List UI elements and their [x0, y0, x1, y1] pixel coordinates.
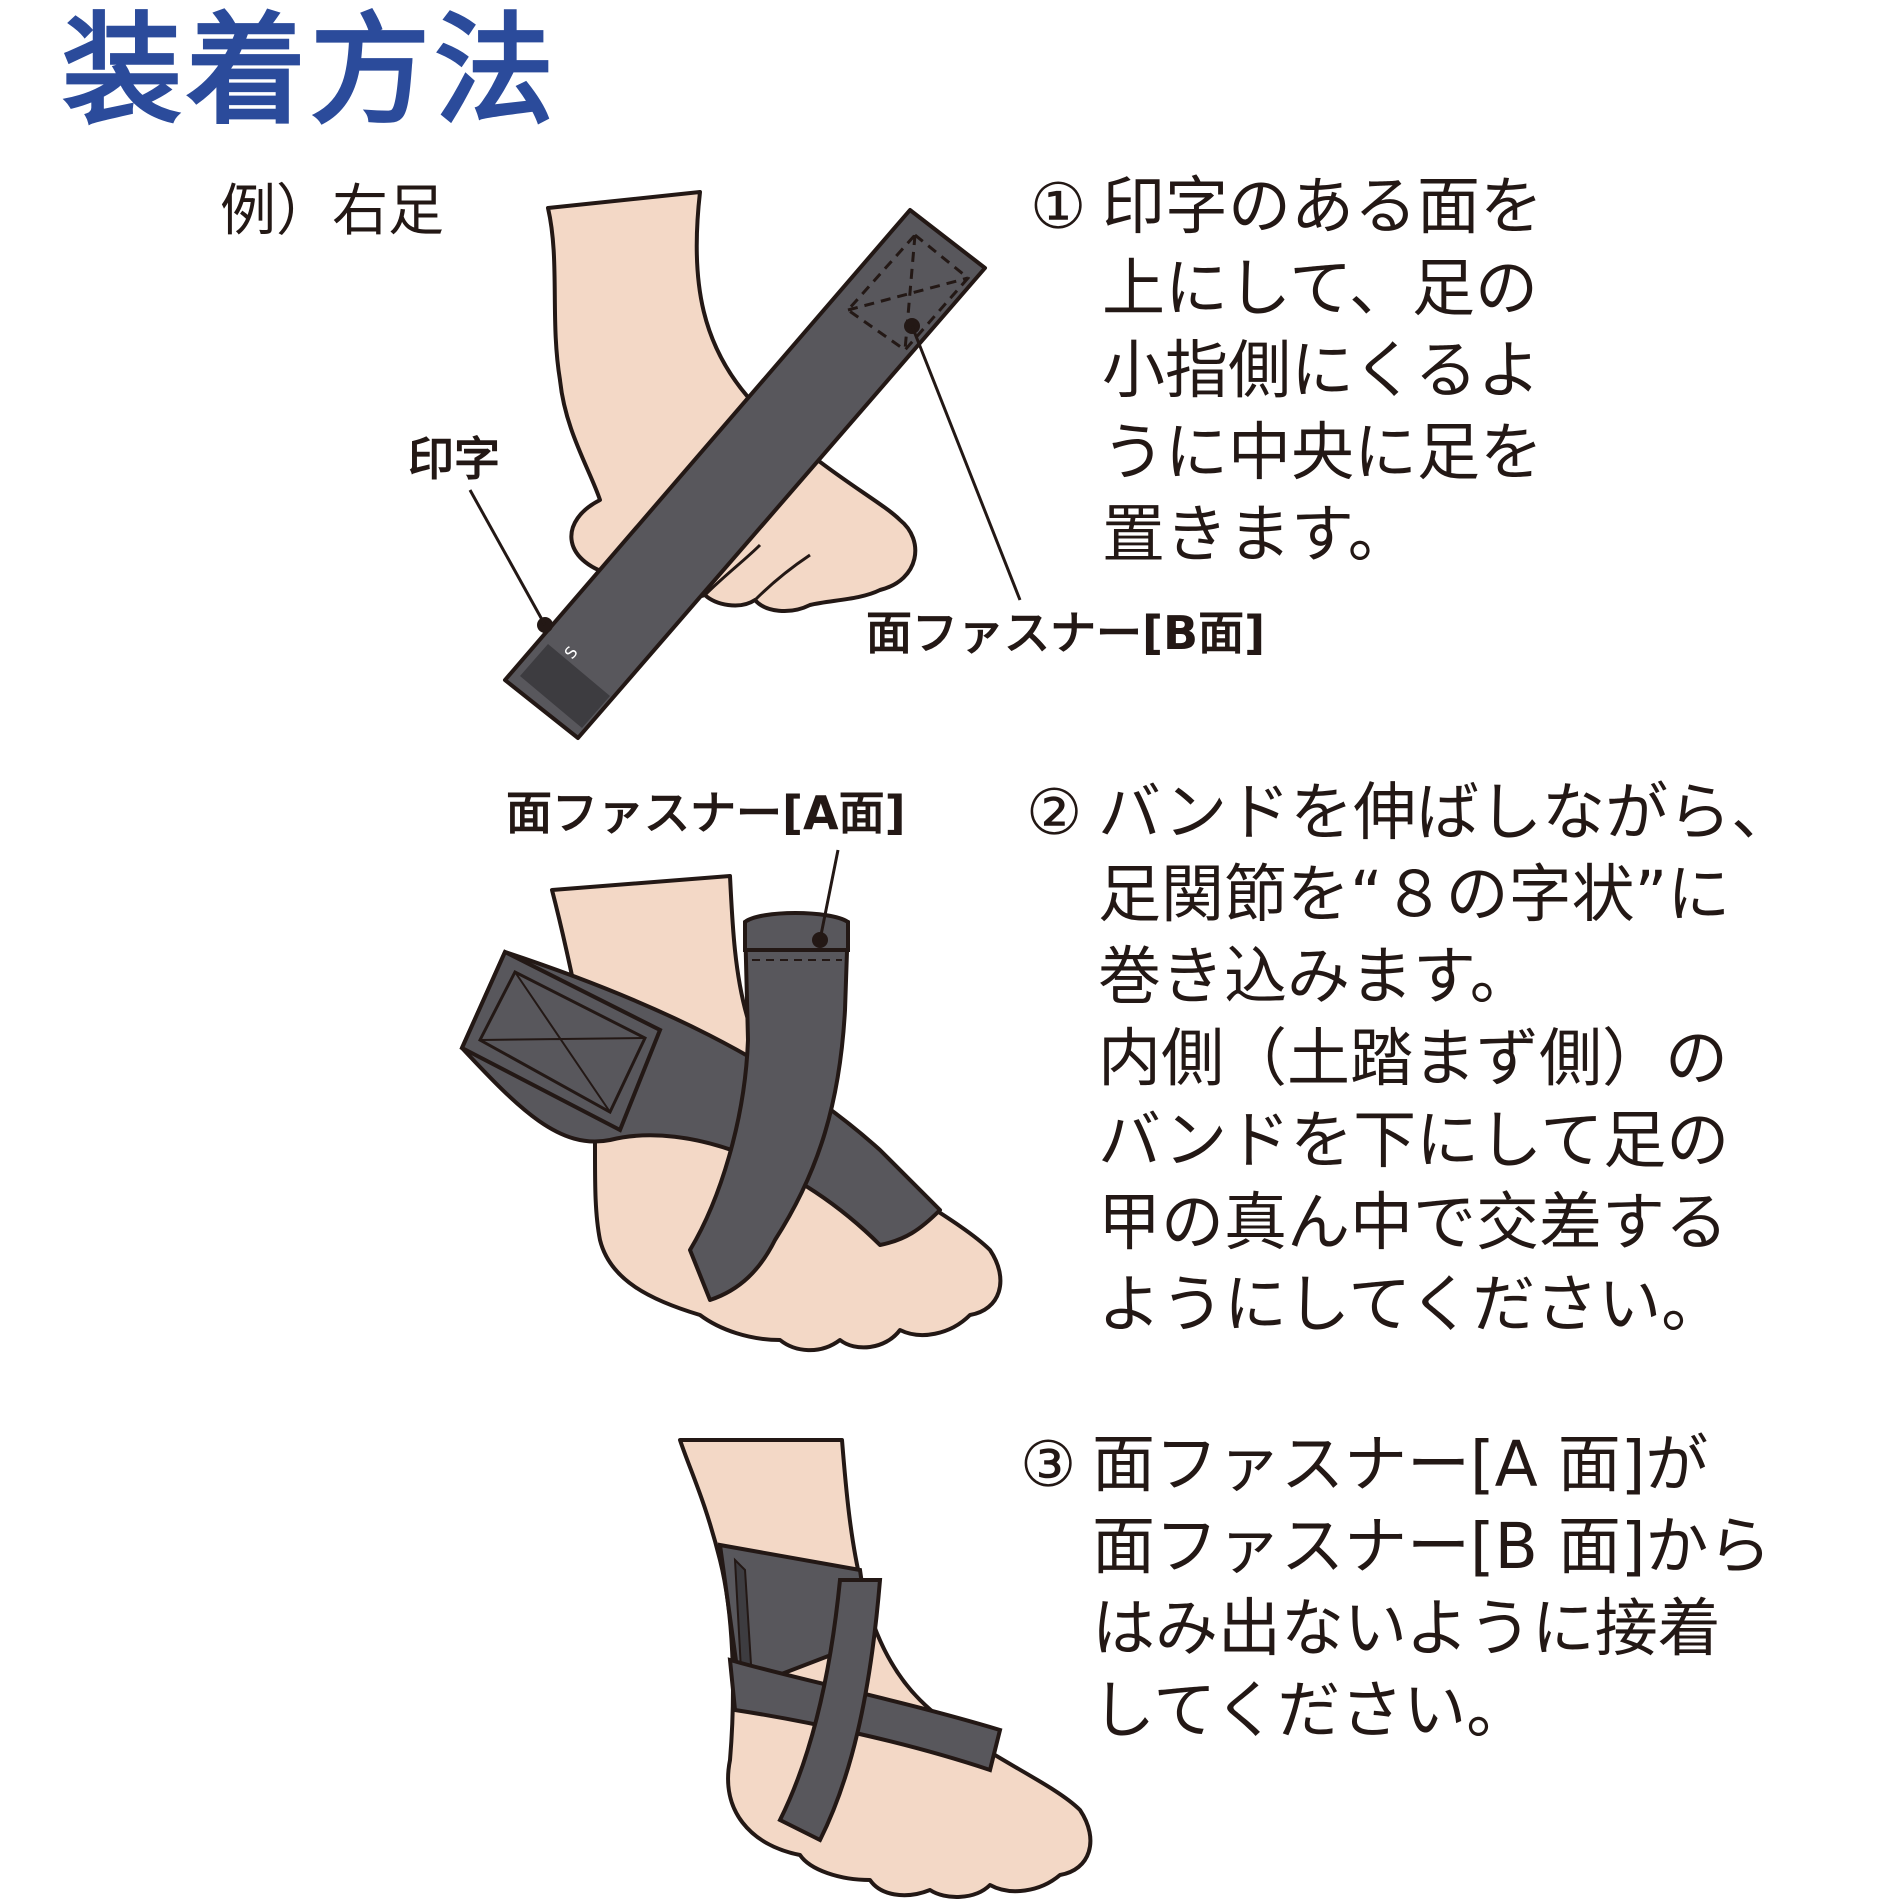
foot-illustration-2	[459, 849, 1003, 1353]
step-line: 巻き込みます。	[1098, 940, 1533, 1013]
foot-illustration-3	[678, 1438, 1093, 1899]
foot-illustration-1: S	[468, 190, 1022, 740]
print-label: 印字	[408, 432, 500, 486]
step-line: 内側（土踏まず側）の	[1098, 1022, 1728, 1095]
step-number: ②	[1026, 776, 1083, 849]
fastener-a-label: 面ファスナー[A面]	[506, 786, 906, 840]
band-2	[459, 911, 942, 1302]
step-line: 面ファスナー[B 面]から	[1092, 1510, 1772, 1583]
step-number: ①	[1030, 170, 1087, 243]
step-line: 甲の真ん中で交差する	[1098, 1186, 1728, 1259]
step-line: 置きます。	[1102, 498, 1411, 571]
step-line: うに中央に足を	[1102, 416, 1543, 489]
step-line: はみ出ないように接着	[1092, 1592, 1721, 1665]
example-note: 例）右足	[220, 179, 444, 244]
step-2: ② バンドを伸ばしながら、 足関節を“８の字状”に 巻き込みます。 内側（土踏ま…	[1026, 772, 1794, 1346]
step-line: 面ファスナー[A 面]が	[1092, 1428, 1709, 1501]
step-line: 上にして、足の	[1102, 252, 1538, 325]
step-line: バンドを伸ばしながら、	[1098, 776, 1795, 849]
step-line: ようにしてください。	[1098, 1268, 1725, 1341]
step-line: 小指側にくるよ	[1102, 334, 1541, 407]
page-title: 装着方法	[62, 2, 558, 141]
fastener-b-label: 面ファスナー[B面]	[866, 606, 1266, 660]
step-line: 足関節を“８の字状”に	[1098, 858, 1731, 931]
band-1: S	[503, 208, 987, 740]
step-1: ① 印字のある面を 上にして、足の 小指側にくるよ うに中央に足を 置きます。	[1030, 166, 1543, 576]
step-3: ③ 面ファスナー[A 面]が 面ファスナー[B 面]から はみ出ないように接着 …	[1020, 1424, 1771, 1752]
step-number: ③	[1020, 1428, 1077, 1501]
band-3	[717, 1542, 1003, 1843]
step-line: 印字のある面を	[1102, 170, 1543, 243]
step-line: バンドを下にして足の	[1098, 1104, 1730, 1177]
step-line: してください。	[1092, 1674, 1530, 1747]
